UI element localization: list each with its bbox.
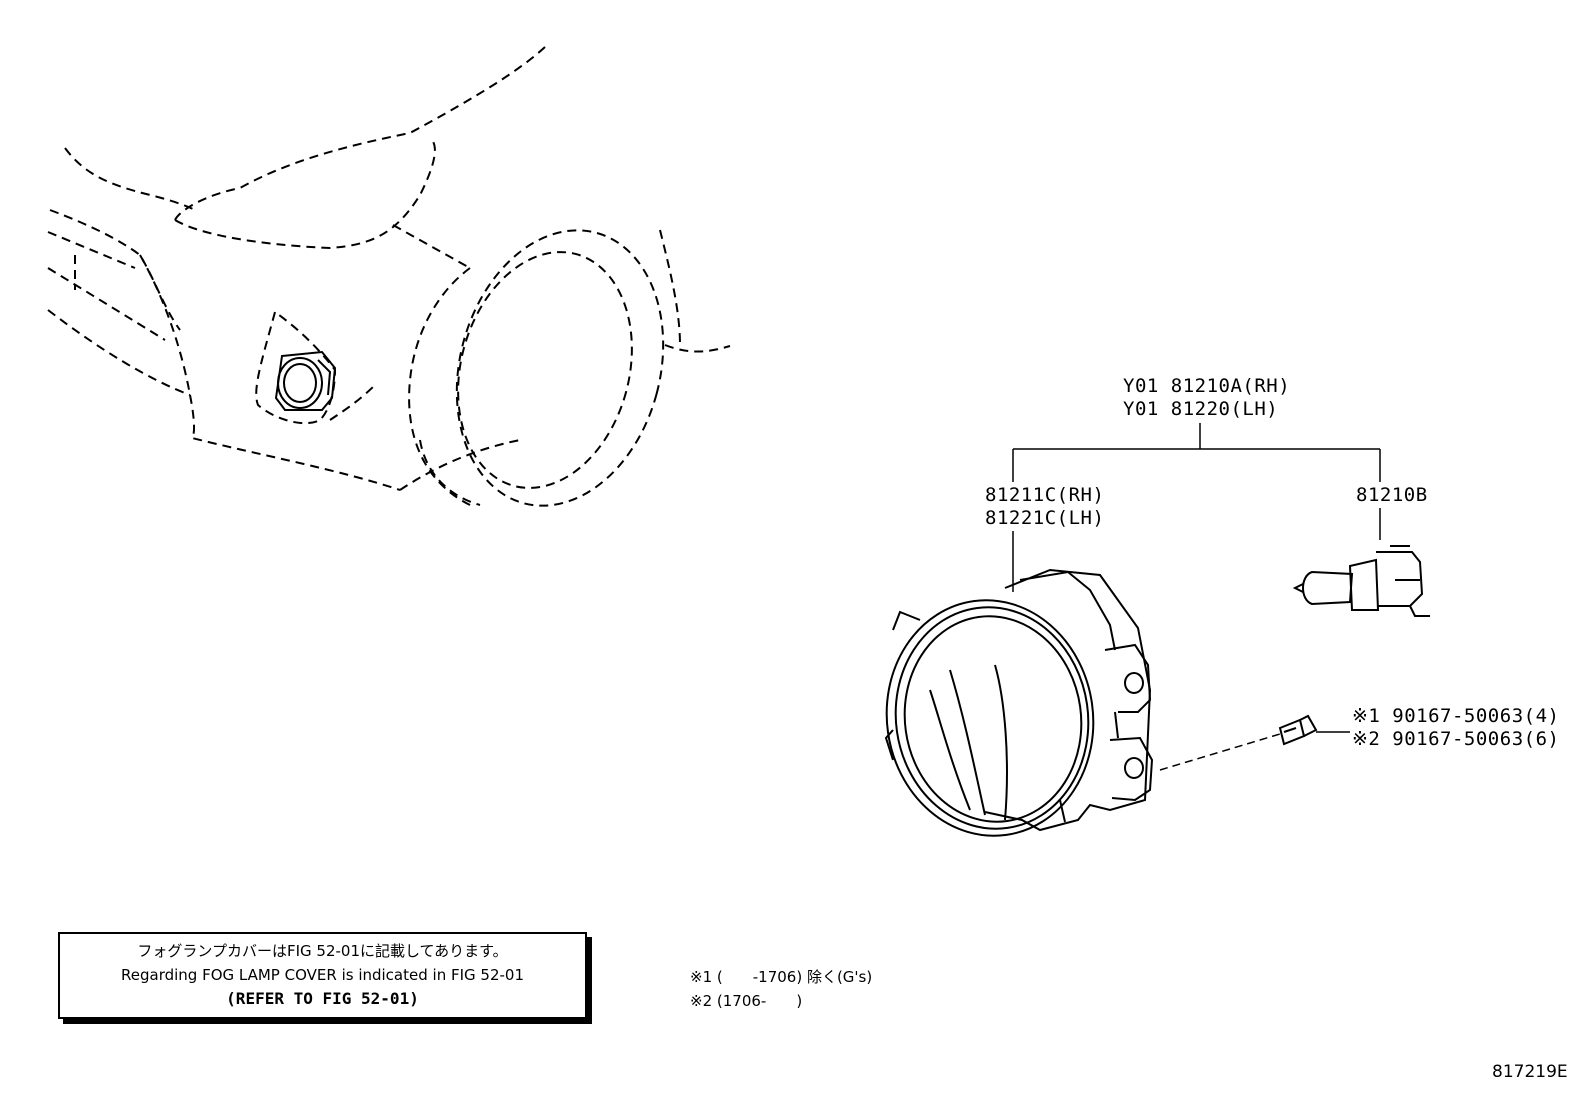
- bulb-label: 81210B: [1356, 484, 1428, 506]
- note-refer: (REFER TO FIG 52-01): [226, 989, 419, 1008]
- screw: [1278, 714, 1318, 746]
- note-english: Regarding FOG LAMP COVER is indicated in…: [121, 966, 524, 984]
- assembly-rh-label: Y01 81210A(RH): [1123, 375, 1291, 397]
- fog-lamp-rh-label: 81211C(RH): [985, 484, 1105, 506]
- note-japanese: フォグランプカバーはFIG 52-01に記載してあります。: [137, 942, 508, 960]
- bulb: [1292, 545, 1430, 617]
- footnote-2: ※2 (1706- ): [690, 992, 803, 1010]
- vehicle-front-outline: [47, 46, 731, 507]
- figure-id: 817219E: [1492, 1062, 1568, 1082]
- screw-1-label: ※1 90167-50063(4): [1352, 705, 1560, 727]
- callout-lines: [1012, 423, 1381, 771]
- fog-lamp-lh-label: 81221C(LH): [985, 507, 1105, 529]
- bumper-fog-lamp: [274, 350, 337, 411]
- footnote-1: ※1 ( -1706) 除く(G's): [690, 968, 873, 986]
- reference-note: フォグランプカバーはFIG 52-01に記載してあります。 Regarding …: [58, 932, 587, 1019]
- screw-2-label: ※2 90167-50063(6): [1352, 728, 1560, 750]
- fog-lamp-unit: [884, 568, 1154, 837]
- assembly-lh-label: Y01 81220(LH): [1123, 398, 1279, 420]
